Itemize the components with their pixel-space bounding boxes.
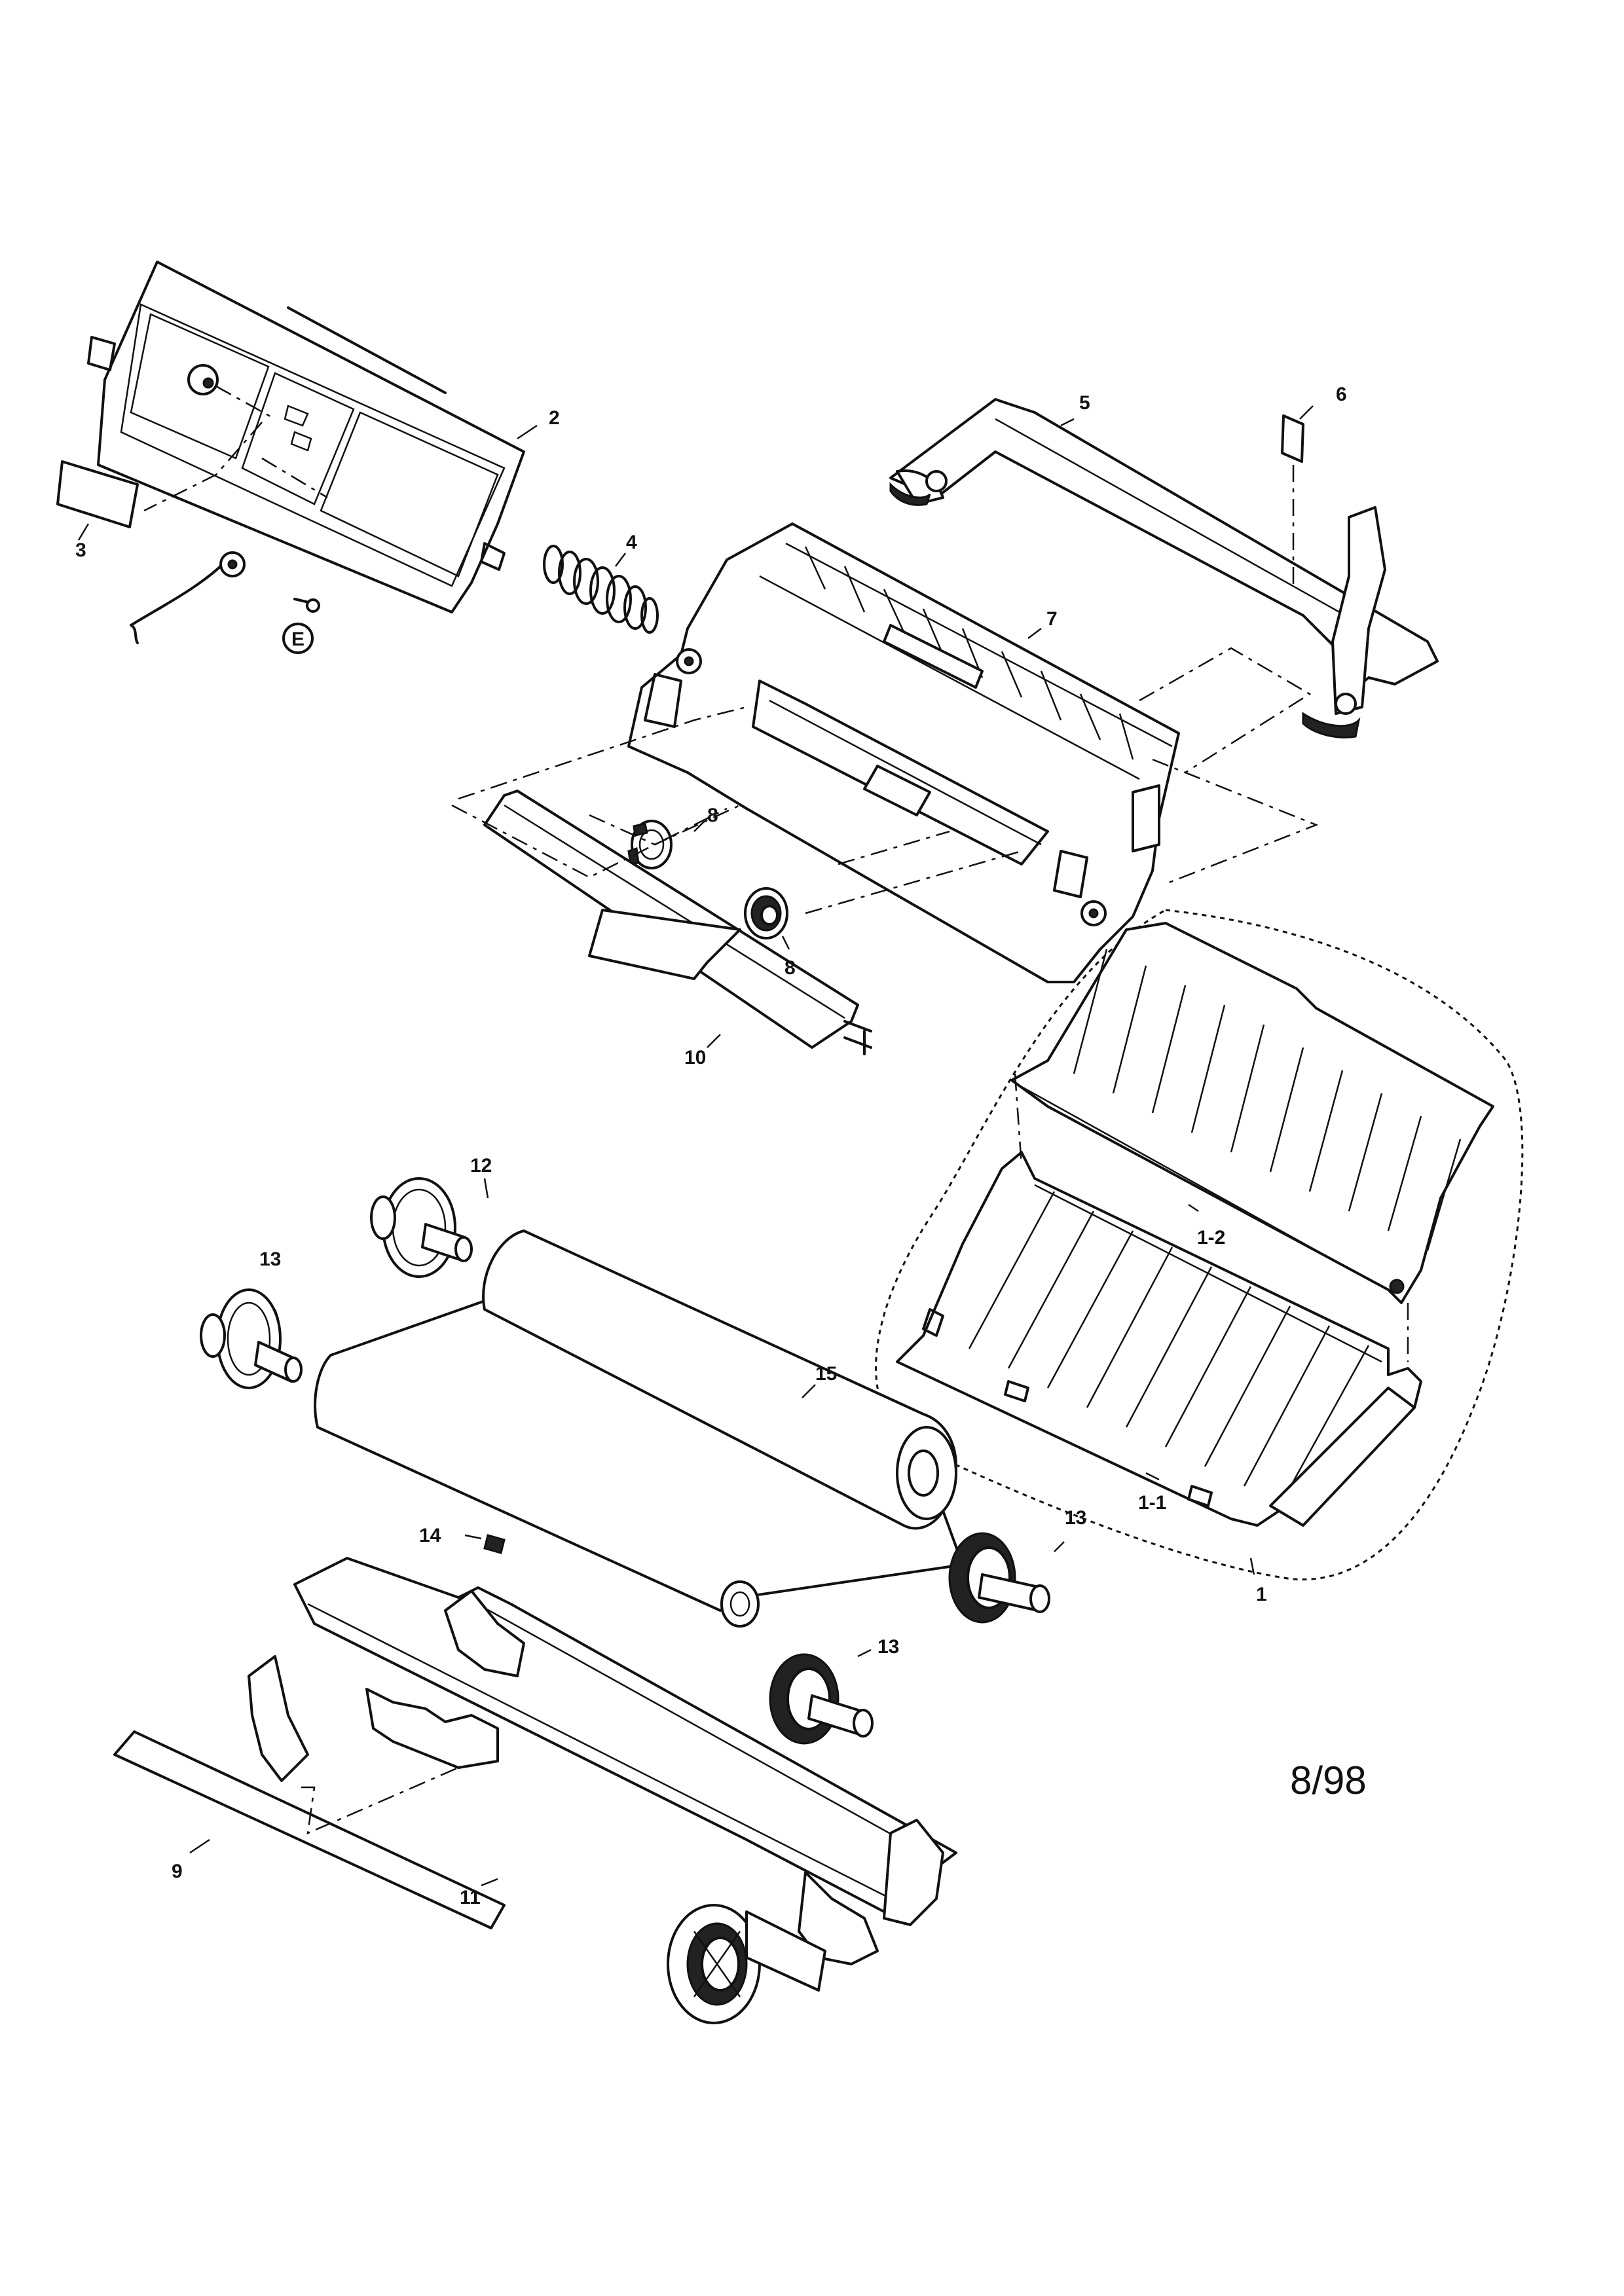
- label-part-9: 9: [172, 1861, 183, 1882]
- clip-part-6: [1281, 414, 1304, 463]
- label-part-10: 10: [684, 1047, 706, 1068]
- label-part-6: 6: [1336, 384, 1347, 405]
- guide-bar-part-10: [483, 790, 872, 1055]
- label-part-13-left: 13: [259, 1248, 281, 1270]
- ground-symbol-label: E: [291, 629, 304, 650]
- gear-part-13-right: [948, 1532, 1050, 1624]
- label-part-12: 12: [470, 1155, 492, 1176]
- label-part-14: 14: [419, 1525, 441, 1546]
- ground-symbol: E: [282, 623, 314, 654]
- label-part-3: [56, 460, 139, 528]
- ground-cable: [130, 551, 320, 644]
- label-part-8-lower: 8: [784, 957, 796, 979]
- gear-part-13-bottom: [769, 1653, 874, 1745]
- gear-part-13-left: [200, 1288, 303, 1389]
- film-roll-part-15: [314, 1230, 964, 1628]
- label-part-13-right: 13: [1065, 1507, 1086, 1529]
- block-part-14: [483, 1534, 506, 1554]
- cartridge-frame-part-11: [248, 1557, 957, 2024]
- label-part-1-2: 1-2: [1197, 1227, 1225, 1248]
- label-part-7: 7: [1046, 608, 1058, 630]
- date-code: 8/98: [1290, 1758, 1367, 1802]
- label-part-5: 5: [1079, 392, 1090, 414]
- paper-tray-assembly-part-1: [875, 909, 1524, 1581]
- gear-part-8-upper: [627, 820, 673, 869]
- label-part-11: 11: [460, 1887, 481, 1908]
- spring-part-4: [543, 545, 659, 634]
- label-part-1: 1: [1256, 1584, 1267, 1605]
- upper-tray-part-1-2: [1010, 922, 1494, 1304]
- label-part-3: 3: [75, 539, 86, 561]
- sheet-part-9: [113, 1730, 506, 1929]
- main-frame-part-7: [627, 522, 1180, 983]
- alignment-lines: [143, 385, 1409, 1835]
- leader-lines: [77, 405, 1314, 1887]
- label-part-4: 4: [626, 532, 637, 553]
- gear-part-8-lower: [744, 887, 788, 939]
- bail-arm-part-5: [889, 398, 1439, 738]
- label-part-13-bottom: 13: [877, 1636, 899, 1658]
- label-part-8-upper: 8: [707, 805, 718, 826]
- lower-tray-part-1-1: [896, 1151, 1422, 1527]
- label-part-1-1: 1-1: [1138, 1492, 1166, 1514]
- label-part-2: 2: [549, 407, 560, 429]
- end-gear-part-12: [370, 1177, 473, 1278]
- top-cover-part-2: [87, 261, 525, 613]
- part-number-labels: 2 3 4 5 6 7 8 8 10 1-2 1-1 1 12 13 13 13…: [75, 384, 1347, 1908]
- label-part-15: 15: [815, 1363, 837, 1385]
